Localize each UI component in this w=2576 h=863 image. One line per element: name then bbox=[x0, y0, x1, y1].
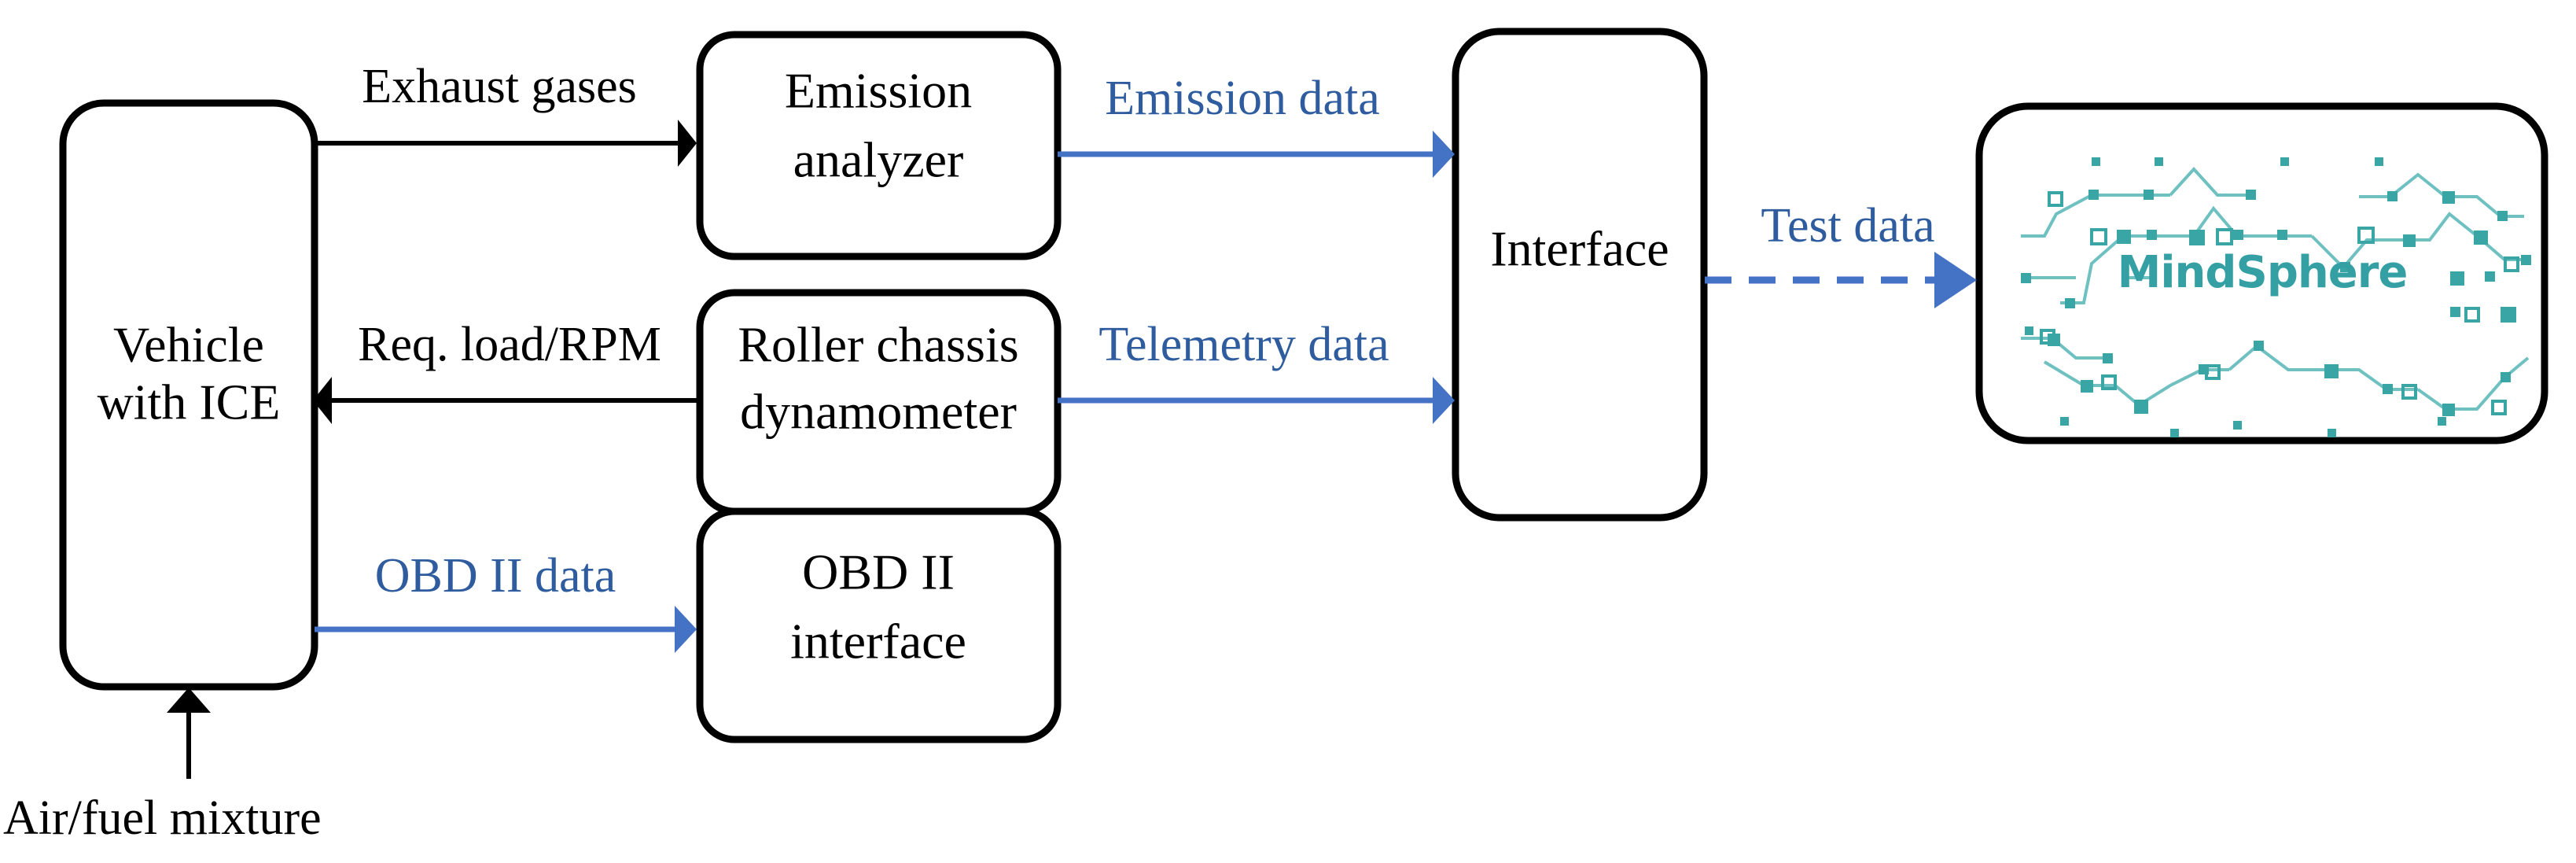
edge-telemetry-data: Telemetry data bbox=[1058, 318, 1455, 424]
edge-emission-data: Emission data bbox=[1058, 72, 1455, 178]
node-mindsphere-shape bbox=[1975, 102, 2548, 444]
mindsphere-data-pattern-icon bbox=[2021, 157, 2531, 437]
node-vehicle-label-line2: with ICE bbox=[98, 374, 281, 430]
edge-air-fuel-mixture: Air/fuel mixture bbox=[3, 688, 322, 845]
node-interface-label: Interface bbox=[1490, 221, 1669, 277]
node-vehicle-shape bbox=[59, 99, 318, 691]
node-mindsphere[interactable]: MindSphere bbox=[1975, 102, 2548, 444]
edge-obd-ii-data-arrowhead-icon bbox=[675, 606, 697, 653]
edge-req-load-rpm: Req. load/RPM bbox=[313, 318, 697, 424]
edge-telemetry-data-label: Telemetry data bbox=[1098, 318, 1389, 371]
node-interface-shape bbox=[1452, 28, 1708, 522]
node-roller-chassis-dynamometer-label-line1: Roller chassis bbox=[738, 317, 1018, 373]
edge-obd-ii-data-label: OBD II data bbox=[375, 549, 616, 603]
node-interface[interactable]: Interface bbox=[1452, 28, 1708, 522]
node-obd-ii-interface-label-line2: interface bbox=[790, 614, 966, 669]
node-obd-ii-interface-shape bbox=[696, 507, 1062, 743]
node-roller-chassis-dynamometer[interactable]: Roller chassis dynamometer bbox=[696, 289, 1062, 515]
edge-exhaust-gases-arrowhead-icon bbox=[678, 120, 697, 167]
edge-test-data-arrowhead-icon bbox=[1934, 252, 1977, 308]
mindsphere-wordmark: MindSphere bbox=[2118, 247, 2408, 298]
edge-test-data-label: Test data bbox=[1761, 199, 1934, 253]
edge-req-load-rpm-label: Req. load/RPM bbox=[358, 318, 661, 371]
edge-emission-data-arrowhead-icon bbox=[1433, 131, 1455, 178]
edge-exhaust-gases: Exhaust gases bbox=[315, 60, 697, 167]
node-emission-analyzer-label-line1: Emission bbox=[785, 63, 972, 119]
edge-req-load-rpm-arrowhead-icon bbox=[313, 377, 332, 424]
node-emission-analyzer-shape bbox=[696, 31, 1062, 260]
node-vehicle-label-line1: Vehicle bbox=[113, 317, 264, 373]
edge-emission-data-label: Emission data bbox=[1105, 72, 1380, 125]
caption-air-fuel-mixture: Air/fuel mixture bbox=[3, 791, 322, 845]
edge-obd-ii-data: OBD II data bbox=[315, 549, 697, 653]
node-obd-ii-interface[interactable]: OBD II interface bbox=[696, 507, 1062, 743]
node-vehicle[interactable]: Vehicle with ICE bbox=[59, 99, 318, 691]
node-emission-analyzer[interactable]: Emission analyzer bbox=[696, 31, 1062, 260]
edge-exhaust-gases-label: Exhaust gases bbox=[362, 60, 637, 113]
node-roller-chassis-dynamometer-label-line2: dynamometer bbox=[740, 384, 1017, 440]
node-emission-analyzer-label-line2: analyzer bbox=[793, 132, 964, 188]
edge-air-fuel-mixture-arrowhead-icon bbox=[167, 688, 211, 713]
edge-telemetry-data-arrowhead-icon bbox=[1433, 377, 1455, 424]
node-obd-ii-interface-label-line1: OBD II bbox=[802, 544, 955, 600]
edge-test-data: Test data bbox=[1705, 199, 1977, 308]
